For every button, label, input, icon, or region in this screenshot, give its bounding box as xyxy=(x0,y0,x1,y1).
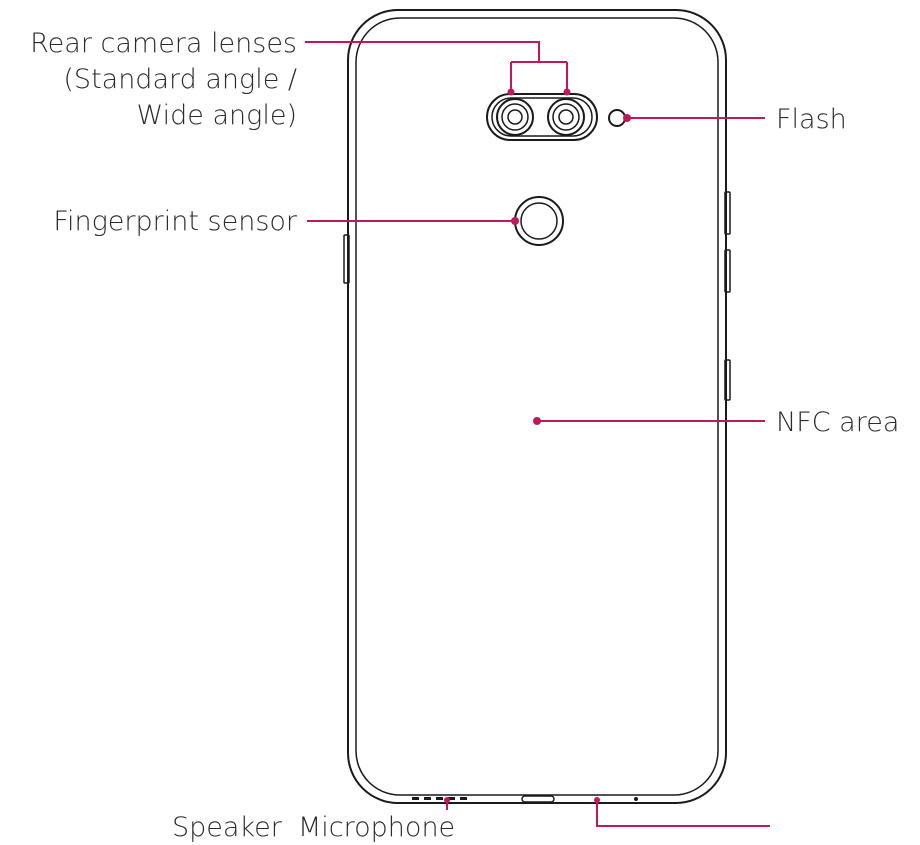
label-fingerprint: Fingerprint sensor xyxy=(53,206,297,237)
label-nfc: NFC area xyxy=(776,407,899,438)
label-rear-camera-1: Rear camera lenses xyxy=(30,28,297,59)
usb-port-icon xyxy=(521,795,555,803)
callout-lines xyxy=(305,41,770,827)
label-rear-camera-2: (Standard angle / xyxy=(63,64,297,95)
label-microphone: Microphone xyxy=(298,812,455,843)
fingerprint-sensor-icon xyxy=(514,196,564,246)
flash-icon xyxy=(608,109,626,127)
label-rear-camera-3: Wide angle) xyxy=(137,100,297,131)
label-flash: Flash xyxy=(776,104,847,135)
standard-lens-icon xyxy=(496,98,534,136)
wide-lens-icon xyxy=(547,98,585,136)
bottom-hole-icon xyxy=(634,797,638,801)
callout-dots xyxy=(444,88,631,803)
label-speaker: Speaker xyxy=(172,812,283,843)
callout-rear-camera-bracket xyxy=(510,61,568,94)
side-buttons xyxy=(343,191,731,401)
phone-body xyxy=(347,9,727,804)
callout-bottom-right xyxy=(596,800,770,827)
camera-module xyxy=(486,93,598,141)
callout-rear-camera xyxy=(305,41,540,62)
speaker-grille-icon xyxy=(412,797,467,800)
